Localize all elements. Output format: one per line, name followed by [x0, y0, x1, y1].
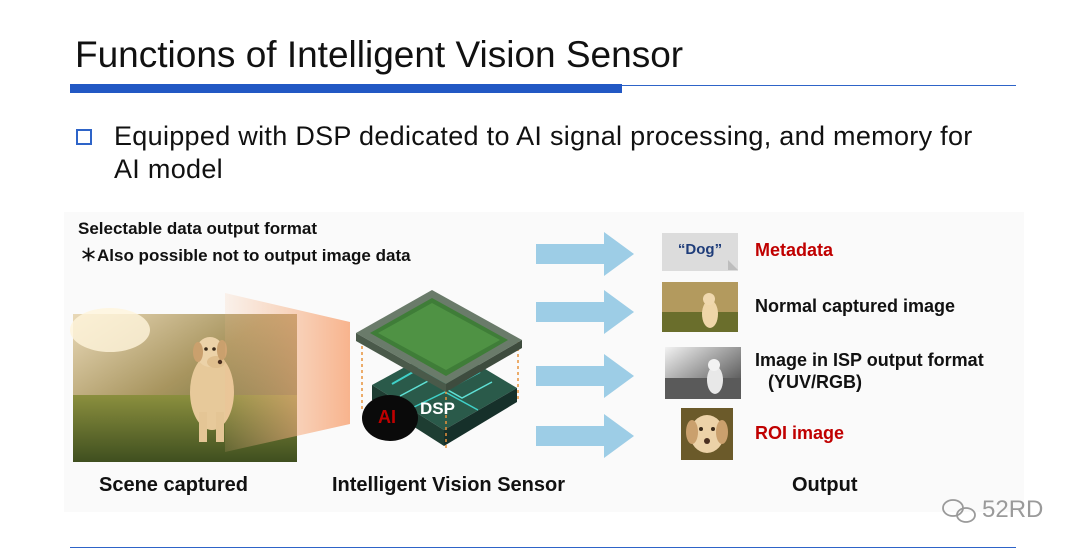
bullet-square-icon	[76, 129, 92, 145]
output-caption: Output	[792, 474, 858, 496]
slide-title: Functions of Intelligent Vision Sensor	[75, 34, 684, 75]
dsp-label: DSP	[420, 399, 455, 418]
output-roi-image-label: ROI image	[755, 423, 845, 443]
output-metadata-label: Metadata	[755, 240, 834, 260]
title-underline-accent	[70, 84, 622, 93]
scene-caption: Scene captured	[99, 474, 248, 496]
format-note: Selectable data output format	[78, 219, 317, 238]
sensor-caption: Intelligent Vision Sensor	[332, 474, 566, 496]
bullet-text: Equipped with DSP dedicated to AI signal…	[114, 121, 973, 184]
watermark-text: 52RD	[982, 496, 1044, 523]
sensor-chip	[356, 290, 522, 450]
wechat-icon	[942, 499, 976, 523]
roi-image-thumbnail	[681, 408, 733, 460]
normal-image-thumbnail	[662, 282, 738, 332]
light-beam	[225, 293, 350, 452]
isp-image-thumbnail	[665, 347, 741, 399]
output-normal-image-label: Normal captured image	[755, 296, 956, 316]
ai-core-badge	[362, 395, 418, 441]
page-fold-icon	[728, 260, 738, 270]
format-note-footnote: ＊Also possible not to output image data	[80, 246, 411, 265]
metadata-thumbnail: “Dog”	[662, 233, 738, 271]
output-isp-format-sublabel: (YUV/RGB)	[768, 372, 862, 392]
output-arrows	[536, 232, 634, 458]
footer-rule	[70, 547, 1016, 548]
ai-label: AI	[378, 407, 396, 427]
output-isp-image-label: Image in ISP output format	[755, 350, 984, 370]
